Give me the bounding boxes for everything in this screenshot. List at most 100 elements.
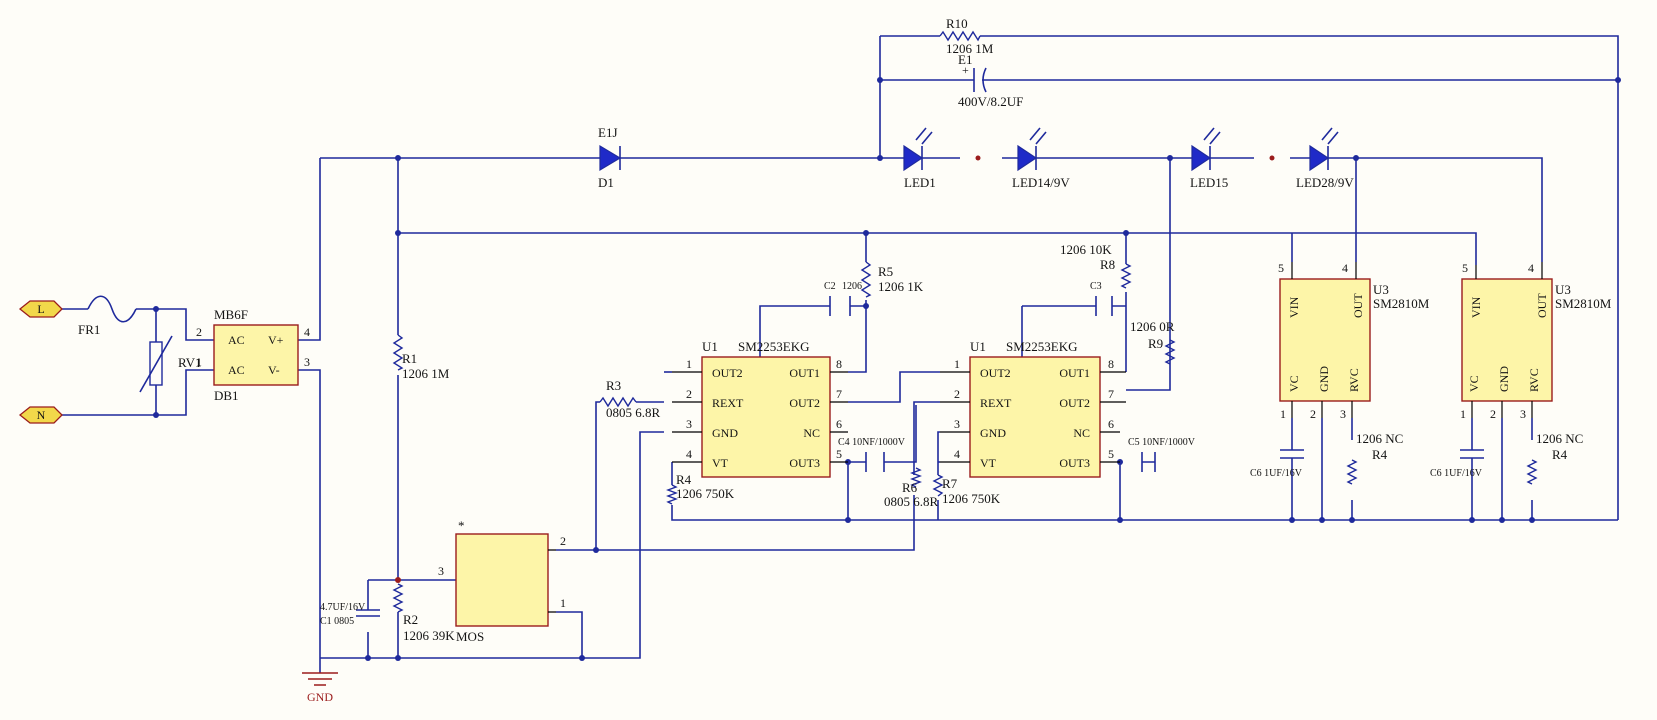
u3l-pin-out: OUT	[1351, 293, 1365, 318]
db1-pin-vn: V-	[268, 363, 280, 377]
e1-val: 400V/8.2UF	[958, 94, 1023, 109]
u3r-pin-out: OUT	[1535, 293, 1549, 318]
c3-ref: C3	[1090, 281, 1102, 292]
u3r-pin-rvc: RVC	[1527, 368, 1541, 392]
u3l-num-5: 5	[1278, 261, 1284, 275]
u3l-num-3: 3	[1340, 407, 1346, 421]
mos-pin-3: 3	[438, 564, 444, 578]
capacitor-c6-left: C6 1UF/16V	[1250, 449, 1304, 479]
resistor-r6: R6 0805 6.8R	[884, 467, 939, 509]
r4nc-left-val: 1206 NC	[1356, 431, 1403, 446]
port-neutral-label: N	[37, 408, 46, 422]
u3r-num-5: 5	[1462, 261, 1468, 275]
db1-num-4: 4	[304, 325, 310, 339]
u1r-num-6: 6	[1108, 417, 1114, 431]
capacitor-e1: + E1 400V/8.2UF	[958, 52, 1023, 109]
u3r-num-2: 2	[1490, 407, 1496, 421]
r3-ref: R3	[606, 378, 621, 393]
u3r-pin-vc: VC	[1467, 375, 1481, 392]
u1r-pin-rext: REXT	[980, 396, 1012, 410]
port-neutral: N	[18, 406, 63, 424]
mos-mark: *	[458, 518, 465, 533]
gnd-label: GND	[307, 690, 333, 704]
u1l-num-7: 7	[836, 387, 842, 401]
r4-left-val: 1206 750K	[676, 486, 735, 501]
u3l-num-4: 4	[1342, 261, 1348, 275]
resistor-r8: 1206 10K R8	[1060, 242, 1132, 289]
r5-val: 1206 1K	[878, 279, 924, 294]
u1-right-ref: U1	[970, 339, 986, 354]
db1-num-1: 1	[196, 355, 202, 369]
u1l-num-4: 4	[686, 447, 692, 461]
resistor-r3: R3 0805 6.8R	[599, 378, 661, 420]
u1r-num-8: 8	[1108, 357, 1114, 371]
d1-ref: D1	[598, 175, 614, 190]
u1r-pin-nc: NC	[1073, 426, 1090, 440]
r7-val: 1206 750K	[942, 491, 1001, 506]
port-line-label: L	[37, 302, 44, 316]
led-28: LED28/9V	[1296, 127, 1354, 190]
capacitor-c2: C2 1206	[824, 281, 862, 316]
led-15: LED15	[1190, 127, 1232, 190]
db1-num-3: 3	[304, 355, 310, 369]
e1-plus: +	[962, 63, 969, 77]
resistor-r1: R1 1206 1M	[392, 334, 450, 381]
u3l-pin-gnd: GND	[1317, 366, 1331, 392]
r6-ref: R6	[902, 480, 918, 495]
u3-right-part: SM2810M	[1555, 296, 1612, 311]
u3l-pin-vc: VC	[1287, 375, 1301, 392]
u1r-num-3: 3	[954, 417, 960, 431]
c6-right-val: C6 1UF/16V	[1430, 468, 1483, 479]
c5-val: C5 10NF/1000V	[1128, 437, 1196, 448]
r8-val: 1206 10K	[1060, 242, 1112, 257]
u3l-pin-rvc: RVC	[1347, 368, 1361, 392]
varistor-rv1: RV1	[139, 335, 202, 393]
ic-u1-left: U1 SM2253EKG OUT2 REXT GND VT OUT1 OUT2 …	[672, 339, 848, 478]
u3r-pin-vin: VIN	[1469, 296, 1483, 318]
resistor-r5: R5 1206 1K	[860, 261, 924, 298]
u1r-pin-vt: VT	[980, 456, 997, 470]
u1r-num-4: 4	[954, 447, 960, 461]
fuse-fr1-label: FR1	[78, 322, 100, 337]
capacitor-c6-right: C6 1UF/16V	[1430, 449, 1484, 479]
mosfet-mos: MOS * 3 2 1	[438, 518, 566, 644]
u1l-pin-out2: OUT2	[712, 366, 743, 380]
db1-part: MB6F	[214, 307, 248, 322]
c6-left-val: C6 1UF/16V	[1250, 468, 1303, 479]
r5-ref: R5	[878, 264, 893, 279]
mos-pin-2: 2	[560, 534, 566, 548]
resistor-r2: R2 1206 39K	[392, 583, 455, 643]
db1-ref: DB1	[214, 388, 239, 403]
db1-pin-ac2: AC	[228, 363, 245, 377]
u1r-num-7: 7	[1108, 387, 1114, 401]
db1-pin-vp: V+	[268, 333, 284, 347]
u1r-num-5: 5	[1108, 447, 1114, 461]
u3r-num-1: 1	[1460, 407, 1466, 421]
mos-ref: MOS	[456, 629, 484, 644]
r8-ref: R8	[1100, 257, 1115, 272]
u1r-num-2: 2	[954, 387, 960, 401]
resistor-r4-nc-right: 1206 NC R4	[1526, 431, 1583, 485]
capacitor-c1: 4.7UF/16V C1 0805	[320, 602, 380, 627]
u3-left-ref: U3	[1373, 282, 1389, 297]
r10-val: 1206 1M	[946, 41, 994, 56]
r1-ref: R1	[402, 351, 417, 366]
u3l-pin-vin: VIN	[1287, 296, 1301, 318]
u1l-pin-out1: OUT1	[789, 366, 820, 380]
ic-u3-right: U3 SM2810M VIN OUT VC GND RVC 5 4 1 2 3	[1460, 261, 1612, 421]
led-15-label: LED15	[1190, 175, 1228, 190]
r4-left-ref: R4	[676, 472, 692, 487]
varistor-rv1-label: RV1	[178, 355, 202, 370]
diode-d1: E1J D1	[582, 125, 656, 190]
port-line: L	[18, 300, 63, 318]
u3-right-ref: U3	[1555, 282, 1571, 297]
resistor-r7: R7 1206 750K	[932, 474, 1001, 506]
u1-right-part: SM2253EKG	[1006, 339, 1078, 354]
r4nc-right-val: 1206 NC	[1536, 431, 1583, 446]
u1l-num-1: 1	[686, 357, 692, 371]
r3-val: 0805 6.8R	[606, 405, 661, 420]
r9-val: 1206 0R	[1130, 319, 1175, 334]
u1l-pin-out2b: OUT2	[789, 396, 820, 410]
led-1: LED1	[903, 127, 940, 190]
